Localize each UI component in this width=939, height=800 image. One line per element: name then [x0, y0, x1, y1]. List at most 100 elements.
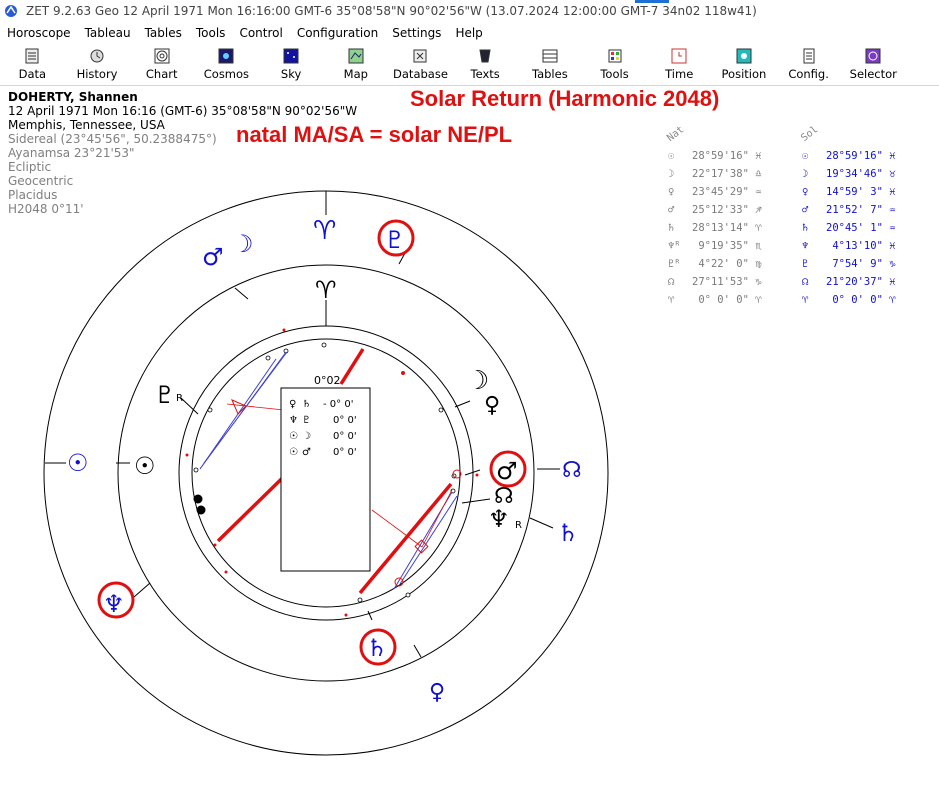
config-icon: [803, 48, 815, 64]
natal-row: ☊27°11'53" ♑: [668, 276, 762, 288]
menubar: Horoscope Tableau Tables Tools Control C…: [0, 22, 939, 44]
coordinate-system: Ecliptic: [8, 160, 52, 174]
natal-row: ♇ᴿ 4°22' 0" ♍: [668, 258, 762, 270]
titlebar-accent: [635, 0, 669, 3]
toolbar-position-button[interactable]: Position: [712, 45, 777, 85]
menu-help[interactable]: Help: [455, 26, 483, 40]
overlay-subtitle: natal MA/SA = solar NE/PL: [236, 122, 513, 147]
toolbar-label: Tables: [531, 67, 568, 81]
toolbar-label: Data: [18, 67, 47, 81]
solar-row: ☉28°59'16" ♓: [802, 150, 896, 162]
birth-place: Memphis, Tennessee, USA: [8, 118, 165, 132]
chart-icon: [154, 48, 170, 64]
toolbar-texts-button[interactable]: Texts: [453, 45, 518, 85]
highlight-circles: [97, 219, 527, 666]
aspect-box: [280, 387, 371, 572]
aspect-row-4-value: 0° 0': [333, 447, 357, 458]
toolbar-history-button[interactable]: History: [65, 45, 130, 85]
natal-row: ♄28°13'14" ♈: [668, 222, 762, 234]
birth-datetime: 12 April 1971 Mon 16:16 (GMT-6) 35°08'58…: [8, 104, 358, 118]
toolbar-map-button[interactable]: Map: [323, 45, 388, 85]
retrograde-marker-neptune: R: [515, 520, 522, 531]
inner-glyph-neptune: ♆: [488, 505, 510, 533]
texts-icon: [479, 49, 491, 63]
centric-system: Geocentric: [8, 174, 74, 188]
outer-glyph-saturn-2: ♄: [366, 634, 388, 662]
menu-tables[interactable]: Tables: [144, 26, 182, 40]
menu-tableau[interactable]: Tableau: [84, 26, 131, 40]
menu-control[interactable]: Control: [239, 26, 283, 40]
toolbar-tables-button[interactable]: Tables: [518, 45, 583, 85]
outer-glyph-venus: ♀: [429, 680, 445, 705]
aspect-row-1-g1: ♀: [289, 399, 296, 410]
map-icon: [348, 48, 364, 64]
natal-row: ☉28°59'16" ♓: [668, 150, 762, 162]
toolbar-database-button[interactable]: Database: [388, 45, 453, 85]
aspect-row-3-g1: ☉: [289, 431, 298, 442]
window-titlebar: ZET 9.2.63 Geo 12 April 1971 Mon 16:16:0…: [0, 0, 939, 22]
middle-outer-ring: [117, 264, 535, 682]
inner-glyph-mars: ♂: [496, 457, 518, 485]
solar-row: ♆ 4°13'10" ♓: [802, 240, 896, 252]
outer-glyphs: ♂ ☽ ♈ ♇ ☊ ♄ ♀ ♄ ♆ ☉: [67, 216, 582, 705]
aspect-row-1-g2: ♄: [302, 399, 311, 410]
inner-glyphs: ♈ ☽ ♀ ♂ ☊ ♆ ♇ ☉: [134, 276, 518, 533]
natal-row: ♆ᴿ 9°19'35" ♏: [668, 240, 762, 252]
toolbar-label: Chart: [145, 67, 178, 81]
red-dots: [185, 328, 479, 617]
solar-row: ☊21°20'37" ♓: [802, 276, 896, 288]
natal-row: ♂25°12'33" ♐: [668, 204, 762, 216]
menu-configuration[interactable]: Configuration: [296, 26, 379, 40]
toolbar-tools-button[interactable]: Tools: [582, 45, 647, 85]
inner-ring: [191, 338, 461, 608]
menu-tools[interactable]: Tools: [195, 26, 226, 40]
toolbar-label: Cosmos: [203, 67, 250, 81]
app-logo-icon: [5, 5, 17, 17]
aspect-markers: [231, 399, 462, 587]
toolbar-sky-button[interactable]: Sky: [259, 45, 324, 85]
solar-row: ♇ 7°54' 9" ♑: [802, 258, 896, 270]
natal-column: Nat ☉28°59'16" ♓ ☽22°17'38" ♎ ♀23°45'29"…: [665, 124, 762, 309]
history-icon: [90, 49, 104, 63]
outer-glyph-sun: ☉: [67, 449, 89, 477]
center-label: 0°02: [314, 374, 341, 387]
database-icon: [413, 49, 427, 63]
menu-horoscope[interactable]: Horoscope: [7, 26, 71, 40]
inner-glyph-sun: ☉: [134, 452, 156, 480]
solar-row: ♄20°45' 1" ♒: [802, 222, 896, 234]
aspect-row-2-g1: ♆: [289, 415, 298, 426]
menu-settings[interactable]: Settings: [392, 26, 442, 40]
solar-row: ♂21°52' 7" ♒: [802, 204, 896, 216]
ayanamsa: Ayanamsa 23°21'53": [8, 146, 135, 160]
natal-row: ☽22°17'38" ♎: [668, 168, 762, 180]
aspect-box-rows: ♀ ♄ - 0° 0' ♆ ♇ 0° 0' ☉ ☽ 0° 0' ☉ ♂ 0° 0…: [289, 399, 357, 458]
tools-icon: [608, 49, 622, 63]
toolbar-label: Texts: [470, 67, 500, 81]
solar-row: ♈ 0° 0' 0" ♈: [802, 294, 896, 306]
toolbar-data-button[interactable]: Data: [0, 45, 65, 85]
overlay-title: Solar Return (Harmonic 2048): [410, 86, 720, 111]
natal-row: ♀23°45'29" ♒: [668, 186, 762, 198]
toolbar-chart-button[interactable]: Chart: [129, 45, 194, 85]
toolbar-label: History: [76, 67, 118, 81]
toolbar-selector-button[interactable]: Selector: [841, 45, 906, 85]
aspect-row-1-value: - 0° 0': [323, 399, 353, 410]
cosmos-icon: [218, 48, 234, 64]
inner-glyph-moon: ☽: [466, 366, 489, 396]
aspect-row-3-value: 0° 0': [333, 431, 357, 442]
natal-row: ♈ 0° 0' 0" ♈: [668, 294, 762, 306]
toolbar-label: Time: [665, 67, 694, 81]
toolbar-time-button[interactable]: Time: [647, 45, 712, 85]
window-title: ZET 9.2.63 Geo 12 April 1971 Mon 16:16:0…: [26, 4, 757, 18]
toolbar-config-button[interactable]: Config.: [776, 45, 841, 85]
aspect-row-4-g2: ♂: [302, 447, 311, 458]
toolbar: Data History Chart Cosmos Sky Map Databa…: [0, 45, 939, 86]
outer-glyph-aries: ♈: [313, 216, 336, 246]
tick-marks: [45, 191, 560, 658]
aspect-row-2-g2: ♇: [302, 415, 311, 426]
aspect-row-4-g1: ☉: [289, 447, 298, 458]
toolbar-cosmos-button[interactable]: Cosmos: [194, 45, 259, 85]
inner-glyph-aries: ♈: [315, 276, 337, 304]
toolbar-label: Config.: [788, 67, 829, 81]
house-system: Placidus: [8, 188, 58, 202]
